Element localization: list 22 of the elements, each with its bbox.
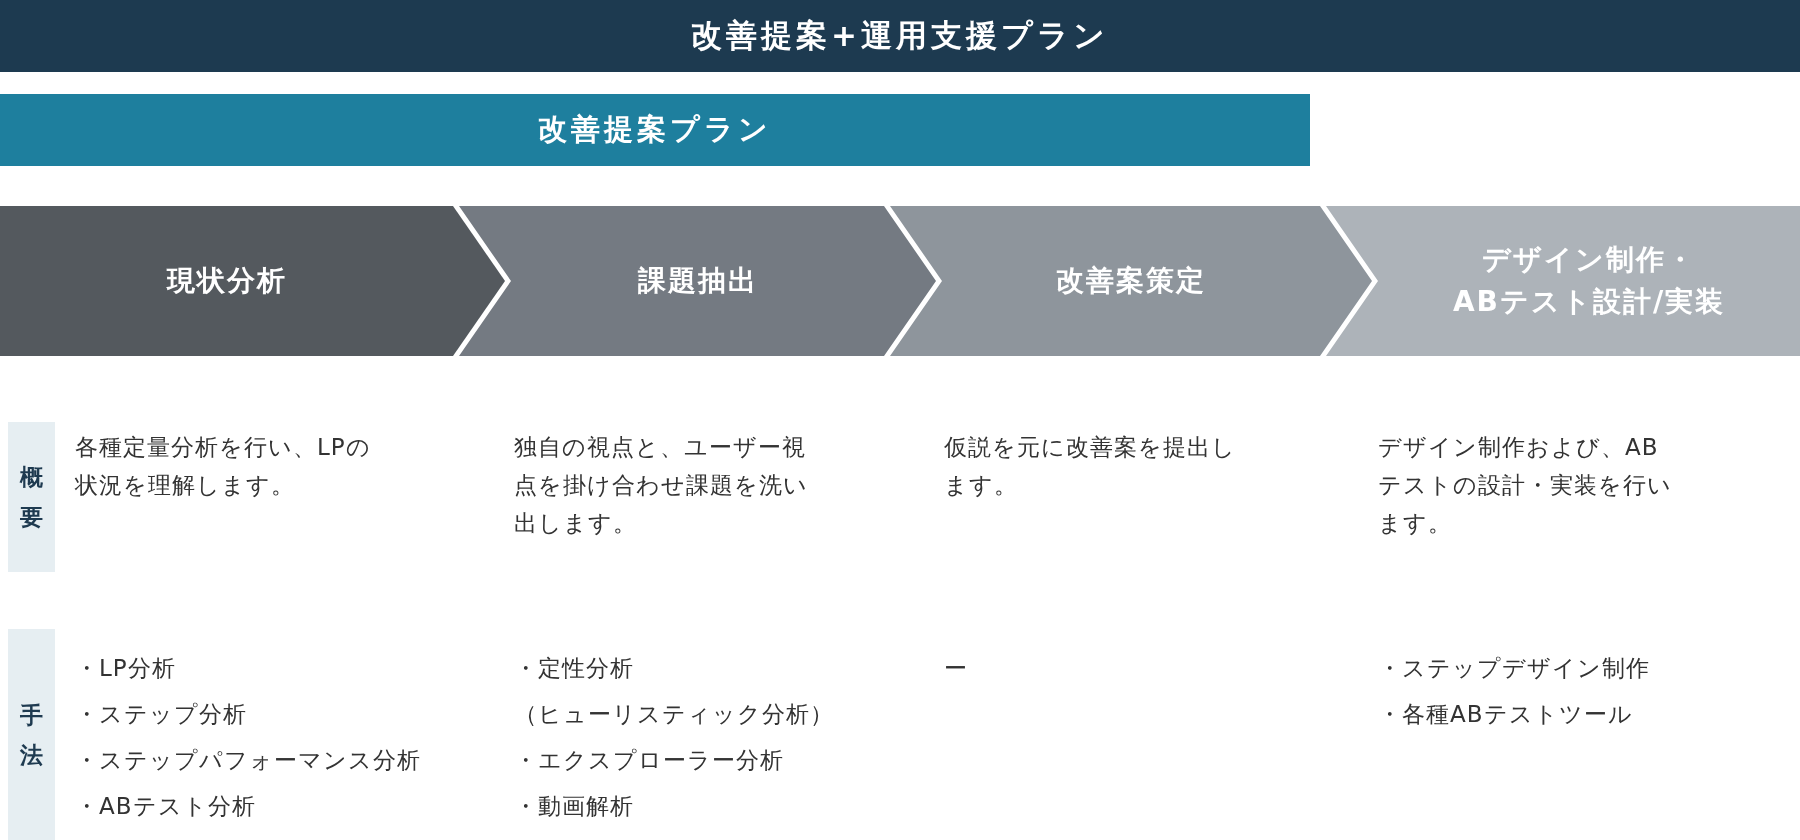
description-text: 仮説を元に改善案を提出します。 xyxy=(944,433,1237,500)
list-item: ・各種ABテストツール xyxy=(1378,700,1633,729)
process-step: 現状分析 xyxy=(0,206,505,356)
plan-banner: 改善提案+運用支援プラン xyxy=(0,0,1800,72)
process-step: 改善案策定 xyxy=(890,206,1372,356)
list-item: ・エクスプローラー分析 xyxy=(514,746,784,775)
description-text: 各種定量分析を行い、LPの状況を理解します。 xyxy=(75,433,372,500)
list-item: ・ステップ分析 xyxy=(75,700,247,729)
list-item: ー xyxy=(944,654,968,683)
plan-banner: 改善提案プラン xyxy=(0,94,1310,166)
list-item: ・LP分析 xyxy=(75,654,176,683)
process-step: デザイン制作・ABテスト設計/実装 xyxy=(1326,206,1800,356)
row-header: 手法 xyxy=(8,629,55,840)
list-item: ・ABテスト分析 xyxy=(75,792,256,821)
list-item: ・ステップパフォーマンス分析 xyxy=(75,746,421,775)
description-text: 独自の視点と、ユーザー視点を掛け合わせ課題を洗い出します。 xyxy=(514,433,809,538)
list-item: ・ステップデザイン制作 xyxy=(1378,654,1650,683)
description-text: デザイン制作および、ABテストの設計・実装を行います。 xyxy=(1378,433,1673,538)
process-step: 課題抽出 xyxy=(459,206,936,356)
row-header: 概要 xyxy=(8,422,55,572)
list-item: ・動画解析 xyxy=(514,792,634,821)
list-item: ・定性分析（ヒューリスティック分析） xyxy=(514,654,835,729)
